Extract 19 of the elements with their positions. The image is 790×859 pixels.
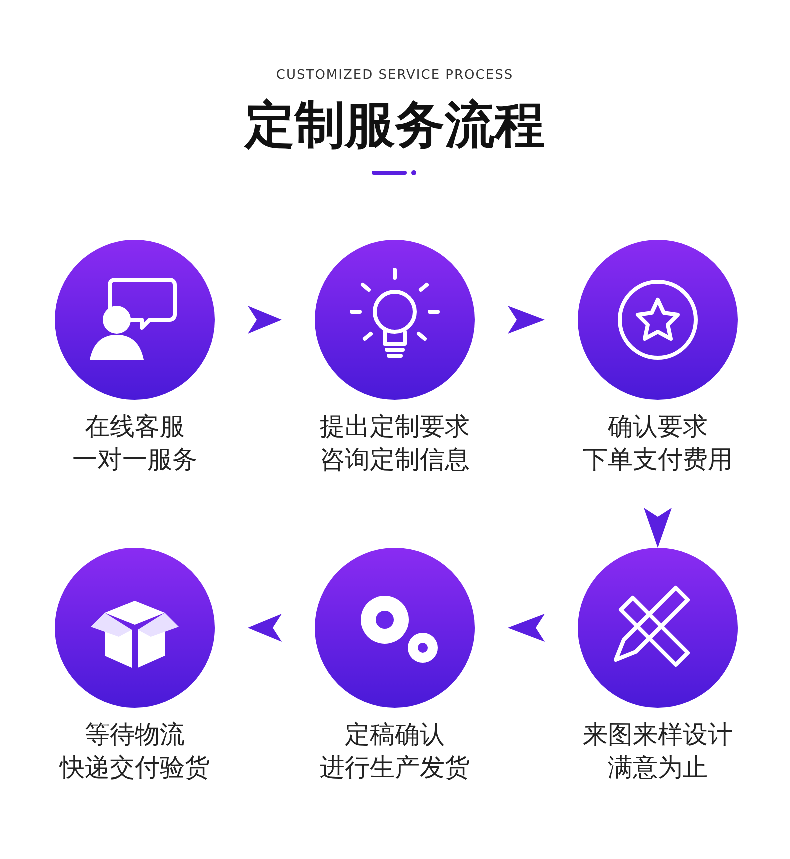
- chevron-arrow: [644, 508, 672, 548]
- step-label: 定稿确认: [344, 719, 446, 751]
- step-label: 提出定制要求: [319, 411, 471, 443]
- chevron-arrow: [508, 614, 545, 642]
- step-label: 下单支付费用: [582, 444, 734, 476]
- title: 定制服务流程: [243, 95, 546, 156]
- subtitle: CUSTOMIZED SERVICE PROCESS: [275, 68, 515, 83]
- step-label: 在线客服: [84, 411, 186, 443]
- step-label: 确认要求: [607, 411, 709, 443]
- step-label: 来图来样设计: [582, 719, 734, 751]
- chevron-arrow: [508, 306, 545, 334]
- step-label: 进行生产发货: [319, 752, 471, 784]
- step-label: 快递交付验货: [58, 752, 211, 784]
- step-label: 满意为止: [607, 752, 709, 784]
- chevron-arrow: [248, 614, 282, 642]
- step-label: 一对一服务: [72, 444, 198, 476]
- step-label: 咨询定制信息: [319, 444, 471, 476]
- chevron-arrow: [248, 306, 282, 334]
- step-label: 等待物流: [84, 719, 186, 751]
